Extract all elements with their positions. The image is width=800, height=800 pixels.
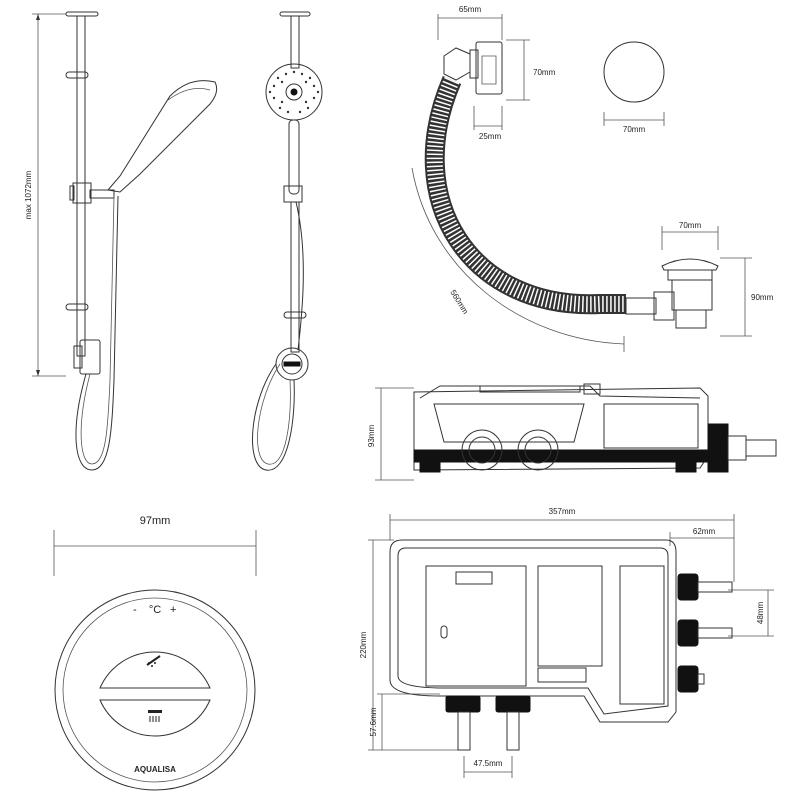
processor-depth-dimension: 220mm (359, 631, 368, 658)
bottom-offset-dimension: 57.6mm (369, 707, 378, 736)
riser-height-dimension: max 1072mm (24, 170, 33, 219)
outlet-depth-dimension: 62mm (693, 527, 716, 536)
overflow-diameter-dimension: 70mm (623, 125, 646, 134)
waste-height-dimension: 90mm (751, 293, 774, 302)
outlet-spacing-dimension: 47.5mm (474, 759, 503, 768)
riser-side-view (252, 11, 323, 471)
upper-outlet-button[interactable] (99, 651, 211, 689)
control-width-dimension: 97mm (140, 515, 171, 527)
waste-width-dimension: 70mm (679, 221, 702, 230)
waste-valve-view: 70mm 90mm (625, 221, 774, 337)
temp-minus-label: - (133, 604, 137, 616)
processor-height-dimension: 93mm (367, 425, 376, 448)
filler-height-dimension: 70mm (533, 68, 556, 77)
inlet-spacing-dimension: 48mm (756, 602, 765, 625)
filler-width-dimension: 65mm (459, 5, 482, 14)
processor-top-view: 357mm 62mm 220mm 57.6mm 48mm 47.5mm (359, 507, 774, 778)
filler-depth-dimension: 25mm (479, 132, 502, 141)
temp-plus-label: + (170, 604, 176, 616)
temp-unit-label: °C (149, 604, 161, 616)
overflow-disc-view: 70mm (603, 41, 665, 134)
handshower-icon (146, 655, 161, 667)
processor-length-dimension: 357mm (549, 507, 576, 516)
riser-front-view: max 1072mm (24, 11, 218, 471)
control-view: 97mm - °C + AQUALISA (53, 515, 257, 791)
brand-logo: AQUALISA (134, 765, 176, 774)
hose-length-dimension: 560mm (448, 288, 470, 316)
bath-filler-view: 65mm 70mm 25mm 560mm (411, 5, 626, 352)
overhead-shower-icon (148, 710, 162, 722)
lower-outlet-button[interactable] (99, 699, 211, 737)
processor-front-view: 93mm (367, 383, 777, 481)
